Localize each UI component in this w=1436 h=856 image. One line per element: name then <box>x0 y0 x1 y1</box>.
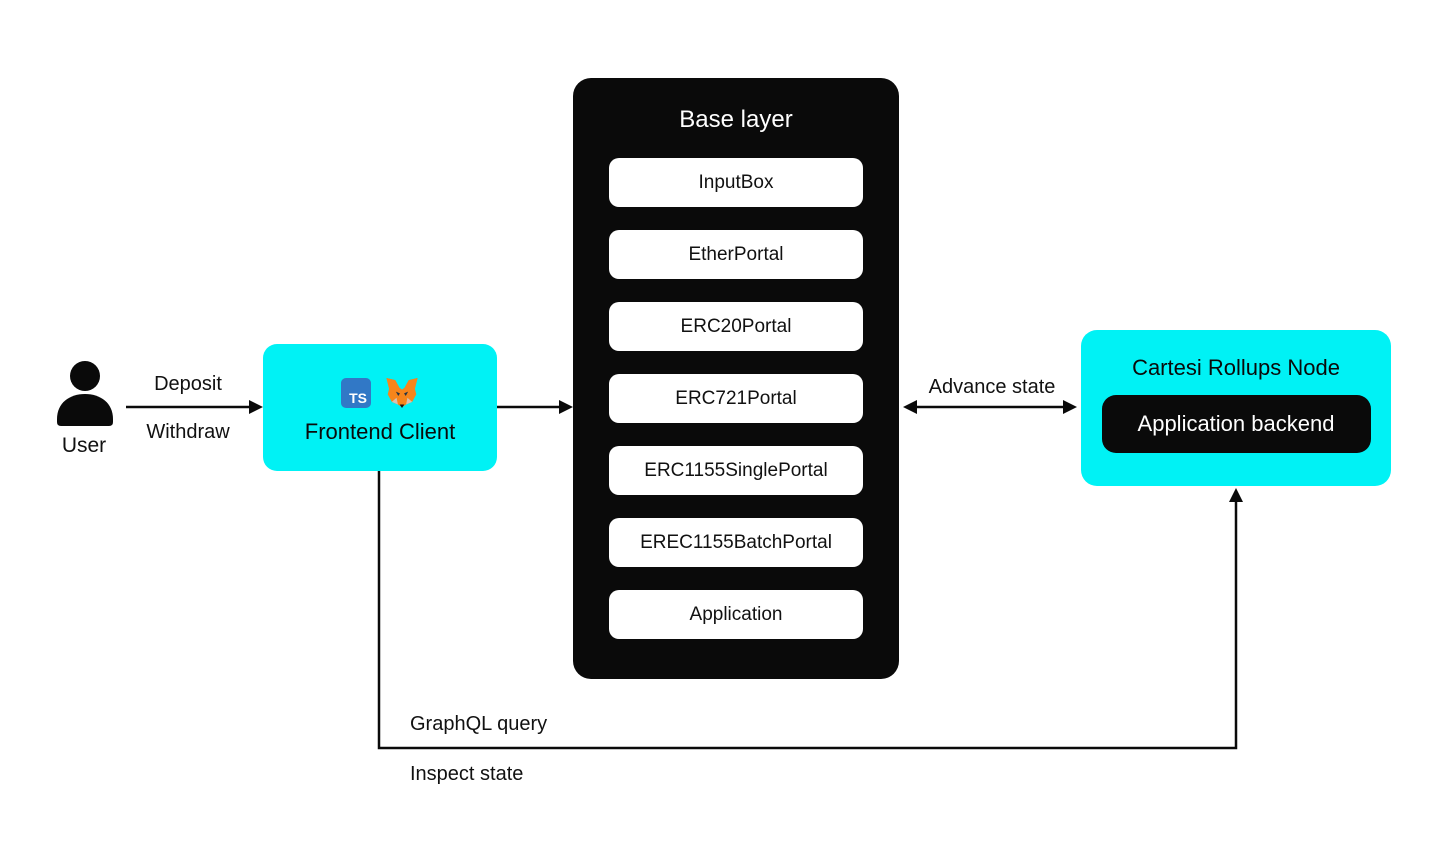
arrowhead-left-icon <box>903 400 917 414</box>
contract-erec1155batchportal: EREC1155BatchPortal <box>609 518 863 567</box>
arrow-user-to-frontend <box>126 400 263 414</box>
arrow-advance-state <box>903 400 1077 414</box>
base-layer-node: Base layer InputBox EtherPortal ERC20Por… <box>573 78 899 679</box>
arrowhead-right-icon <box>1063 400 1077 414</box>
contract-etherportal: EtherPortal <box>609 230 863 279</box>
arrow-frontend-to-baselayer <box>497 400 573 414</box>
user-icon <box>57 361 113 426</box>
inspect-state-edge-label: Inspect state <box>410 763 524 785</box>
metamask-fox-icon <box>386 378 418 408</box>
typescript-logo-icon: TS <box>341 378 371 408</box>
withdraw-edge-label: Withdraw <box>146 421 230 443</box>
frontend-client-label: Frontend Client <box>304 419 456 444</box>
arrowhead-right-icon <box>559 400 573 414</box>
contract-inputbox: InputBox <box>609 158 863 207</box>
application-backend-box: Application backend <box>1101 395 1371 453</box>
cartesi-rollups-node: Cartesi Rollups Node Application backend <box>1081 330 1391 486</box>
graphql-query-edge-label: GraphQL query <box>410 713 548 735</box>
contract-erc1155singleportal: ERC1155SinglePortal <box>609 446 863 495</box>
base-layer-title: Base layer <box>679 106 793 133</box>
arrowhead-up-icon <box>1229 488 1243 502</box>
contract-erc721portal: ERC721Portal <box>609 374 863 423</box>
contract-application: Application <box>609 590 863 639</box>
user-label: User <box>61 434 107 457</box>
frontend-client-icons: TS <box>341 376 419 410</box>
contract-erc20portal: ERC20Portal <box>609 302 863 351</box>
deposit-edge-label: Deposit <box>154 373 222 395</box>
arrowhead-right-icon <box>249 400 263 414</box>
cartesi-rollups-node-title: Cartesi Rollups Node <box>1132 355 1340 380</box>
contract-list: InputBox EtherPortal ERC20Portal ERC721P… <box>609 158 863 639</box>
advance-state-edge-label: Advance state <box>928 376 1056 398</box>
frontend-client-node: TS Frontend Client <box>263 344 497 471</box>
